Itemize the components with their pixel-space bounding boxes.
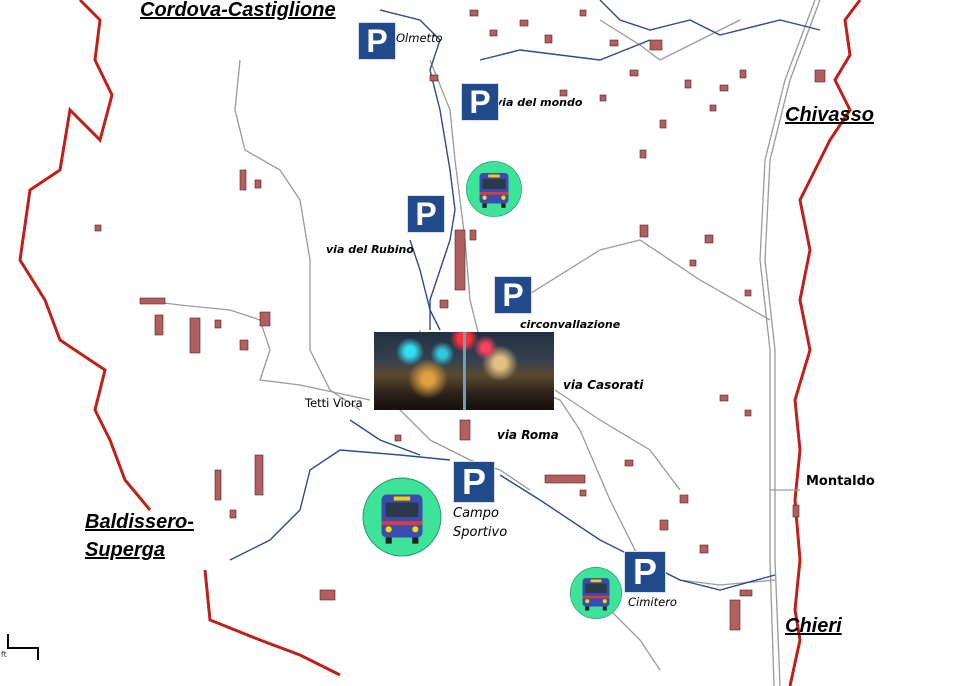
parking-sign-icon-via-del-mondo[interactable]: P (461, 83, 499, 121)
scale-bar (7, 634, 39, 660)
label-tetti-viora: Tetti Viora (305, 396, 363, 410)
town-label-baldissero: Baldissero- (85, 511, 194, 533)
parking-sign-icon-cimitero[interactable]: P (624, 551, 666, 593)
parking-sign-icon-campo-sportivo[interactable]: P (453, 461, 495, 503)
label-via-del-rubino: via del Rubino (326, 243, 414, 256)
town-label-chieri: Chieri (785, 615, 842, 637)
label-sportivo: Sportivo (453, 525, 508, 540)
parking-sign-icon-via-del-rubino[interactable]: P (407, 195, 445, 233)
label-campo: Campo (453, 506, 499, 521)
buildings (94, 9, 826, 631)
label-cimitero: Cimitero (628, 595, 677, 609)
label-via-del-mondo: via del mondo (495, 96, 583, 109)
town-label-chivasso: Chivasso (785, 104, 874, 126)
event-photo[interactable] (374, 332, 554, 410)
scale-unit-label: ft (1, 650, 7, 659)
municipal-border (18, 0, 862, 686)
label-olmetto: Olmetto (396, 31, 443, 45)
parking-sign-icon-circonvallazione[interactable]: P (494, 276, 532, 314)
town-label-montaldo: Montaldo (806, 474, 875, 489)
label-via-roma: via Roma (497, 428, 559, 442)
label-circonvallazione: circonvallazione (520, 318, 621, 331)
label-via-casorati: via Casorati (563, 378, 644, 392)
bus-stop-icon[interactable] (465, 160, 523, 218)
town-label-cordova-castiglione: Cordova-Castiglione (140, 0, 336, 21)
bus-stop-icon[interactable] (569, 566, 623, 620)
parking-sign-icon-olmetto[interactable]: P (358, 22, 396, 60)
bus-stop-icon[interactable] (361, 476, 443, 558)
photo-pole (463, 332, 466, 410)
town-label-superga: Superga (85, 539, 166, 561)
